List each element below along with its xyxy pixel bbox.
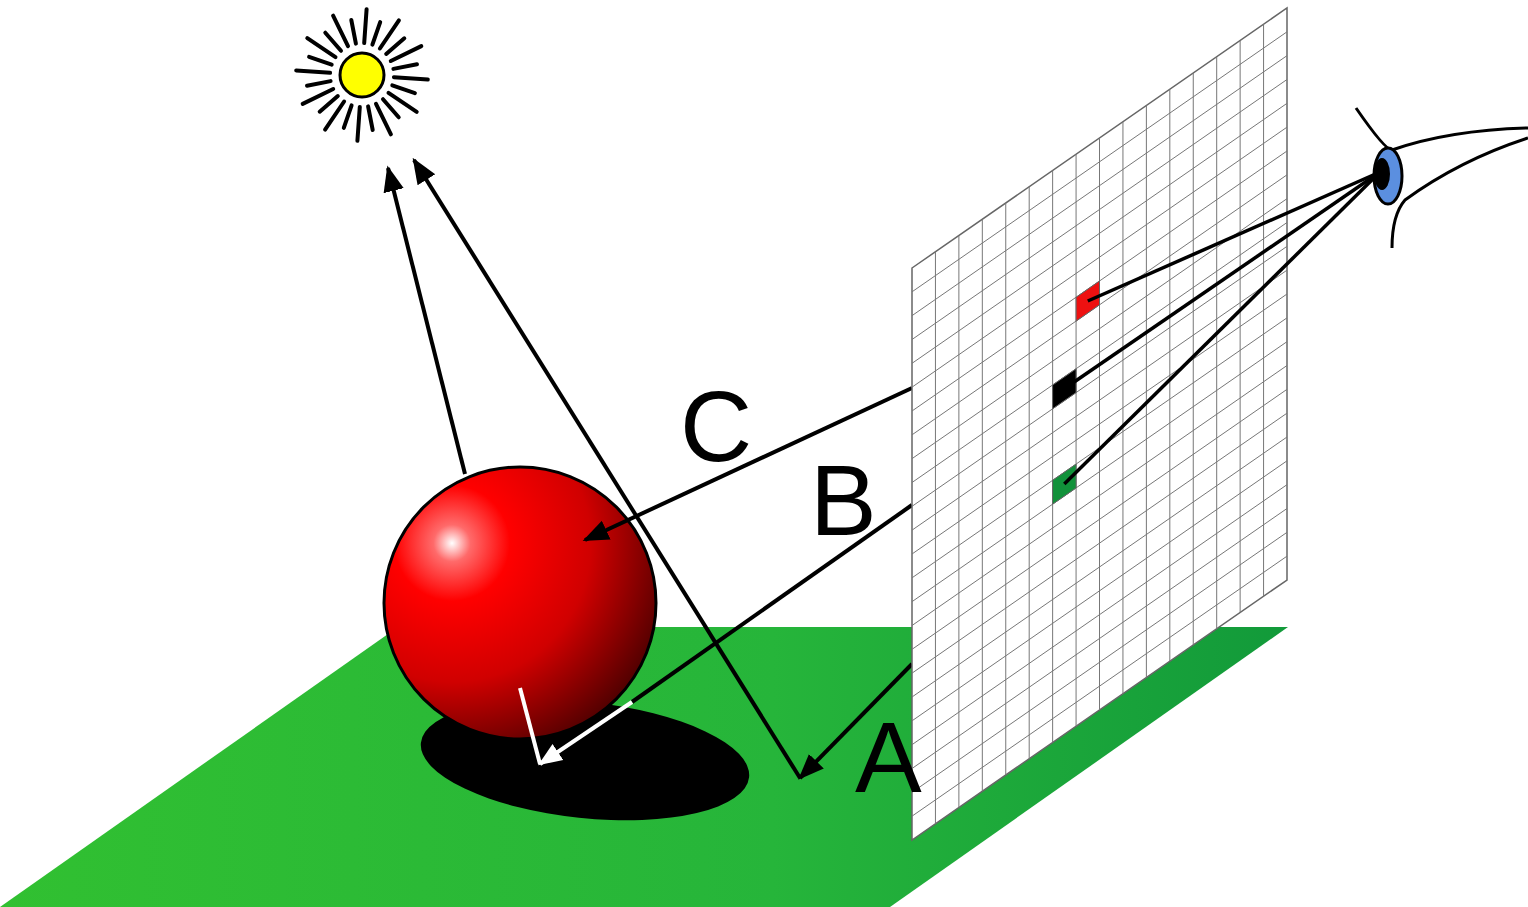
- grid-line: [912, 389, 1287, 649]
- grid-line: [912, 366, 1287, 626]
- grid-line: [912, 32, 1287, 292]
- ray-label: A: [855, 707, 922, 807]
- sun-ray: [333, 16, 348, 47]
- sun-ray: [393, 64, 417, 69]
- sight-line: [1064, 172, 1380, 389]
- grid-line: [912, 223, 1287, 483]
- grid-line: [912, 56, 1287, 316]
- pixel: [1076, 281, 1099, 321]
- sun-ray: [364, 9, 366, 43]
- sun-ray: [307, 81, 331, 86]
- grid-line: [912, 437, 1287, 697]
- pixel-grid: [912, 8, 1287, 840]
- sun-ray: [351, 20, 356, 44]
- grid-line: [912, 246, 1287, 506]
- sight-line: [1064, 172, 1380, 484]
- grid-line: [912, 80, 1287, 340]
- shadow-ray: [414, 160, 800, 778]
- grid-line: [912, 556, 1287, 816]
- red-sphere: [384, 467, 656, 739]
- ray-label: C: [680, 376, 752, 476]
- grid-line: [912, 461, 1287, 721]
- sun-ray: [344, 105, 352, 128]
- ray-label: B: [810, 450, 877, 550]
- sun-ray: [372, 22, 380, 45]
- grid-line: [912, 127, 1287, 387]
- sight-line: [1088, 172, 1380, 301]
- grid-line: [912, 270, 1287, 530]
- ray: [540, 702, 632, 764]
- sun-ray: [309, 57, 332, 65]
- grid-line: [912, 413, 1287, 673]
- sun-ray: [320, 96, 338, 112]
- sun-ray: [376, 104, 391, 135]
- screen-plane: [912, 8, 1287, 840]
- sun-ray: [303, 89, 334, 104]
- grid-line: [912, 103, 1287, 363]
- grid-line: [912, 509, 1287, 769]
- sun-ray: [296, 70, 330, 72]
- sun-ray: [357, 107, 359, 141]
- sun-ray: [386, 38, 404, 54]
- sun-ray: [391, 46, 422, 61]
- sun-ray: [325, 33, 341, 51]
- grid-line: [912, 151, 1287, 411]
- eye: [1356, 108, 1528, 248]
- grid-line: [912, 342, 1287, 602]
- sun: [296, 9, 428, 141]
- sight-lines: [1064, 172, 1380, 484]
- grid-line: [912, 485, 1287, 745]
- sun-ray: [383, 99, 399, 117]
- sun-ray: [394, 77, 428, 79]
- grid-line: [912, 532, 1287, 792]
- sun-ray: [392, 85, 415, 93]
- blocked-ray: [520, 688, 540, 764]
- grid-line: [912, 175, 1287, 435]
- shadow-ray: [388, 168, 465, 474]
- grid-line: [912, 294, 1287, 554]
- sun-ray: [368, 106, 373, 130]
